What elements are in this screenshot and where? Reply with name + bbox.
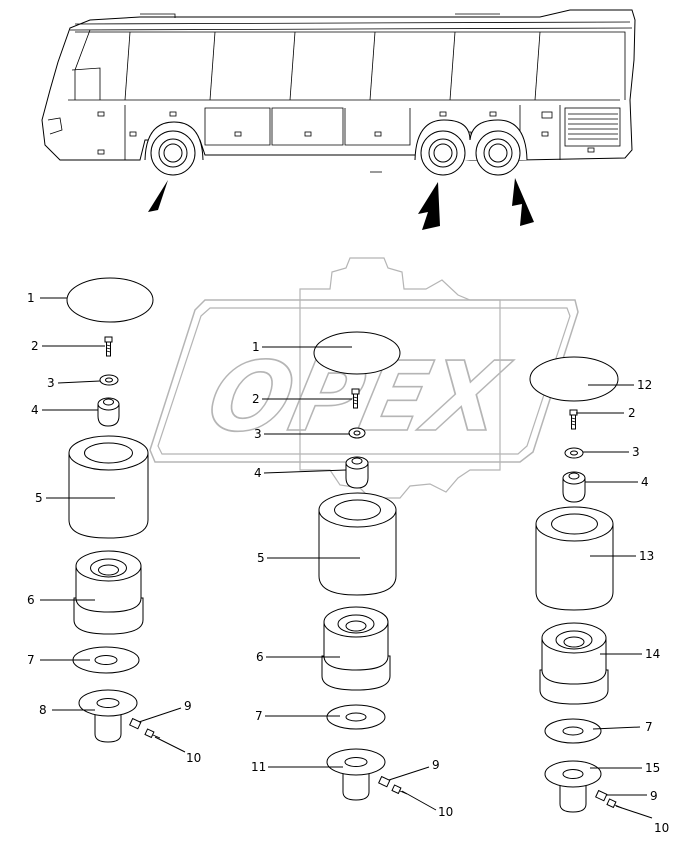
callout-center-6: 6 bbox=[256, 650, 264, 664]
callout-center-4: 4 bbox=[254, 466, 262, 480]
center-piston bbox=[321, 606, 391, 691]
front-wheel bbox=[150, 130, 196, 176]
rear-wheel-2 bbox=[475, 130, 521, 176]
callout-center-11: 11 bbox=[251, 760, 266, 774]
bus-side-view bbox=[41, 9, 636, 176]
left-bump-stop bbox=[97, 397, 120, 427]
left-base bbox=[78, 689, 138, 743]
callout-left-4: 4 bbox=[31, 403, 39, 417]
callout-left-9: 9 bbox=[184, 699, 192, 713]
callout-center-5: 5 bbox=[257, 551, 265, 565]
callout-left-7: 7 bbox=[27, 653, 35, 667]
callout-right-12: 12 bbox=[637, 378, 652, 392]
callout-center-9: 9 bbox=[432, 758, 440, 772]
callouts-left: 1 2 3 4 5 6 7 8 9 10 bbox=[27, 291, 201, 765]
callout-right-4: 4 bbox=[641, 475, 649, 489]
left-piston bbox=[73, 550, 144, 635]
callout-center-2: 2 bbox=[252, 392, 260, 406]
left-bolt bbox=[144, 728, 161, 739]
callout-right-10: 10 bbox=[654, 821, 669, 835]
callout-right-15: 15 bbox=[645, 761, 660, 775]
leader-lines bbox=[40, 297, 653, 819]
left-cap bbox=[66, 277, 154, 323]
right-bolt bbox=[606, 798, 623, 809]
right-air-spring bbox=[535, 506, 614, 611]
center-cap bbox=[313, 331, 401, 375]
callout-left-6: 6 bbox=[27, 593, 35, 607]
left-nut bbox=[129, 717, 142, 730]
callout-right-9: 9 bbox=[650, 789, 658, 803]
callout-left-3: 3 bbox=[47, 376, 55, 390]
callout-right-7: 7 bbox=[645, 720, 653, 734]
right-assembly bbox=[529, 356, 623, 813]
callout-right-13: 13 bbox=[639, 549, 654, 563]
callout-center-10: 10 bbox=[438, 805, 453, 819]
callout-left-10: 10 bbox=[186, 751, 201, 765]
center-air-spring bbox=[318, 492, 397, 596]
callout-right-3: 3 bbox=[632, 445, 640, 459]
right-cap bbox=[529, 356, 619, 402]
center-base bbox=[326, 748, 386, 801]
arrow-rear-axle-2 bbox=[512, 178, 534, 226]
left-screw bbox=[104, 336, 113, 357]
center-assembly bbox=[313, 331, 408, 801]
center-nut bbox=[378, 775, 391, 788]
right-base bbox=[544, 760, 602, 813]
right-piston bbox=[539, 622, 609, 705]
arrow-rear-axle-1 bbox=[418, 182, 440, 230]
callouts-right: 12 2 3 4 13 14 7 15 9 10 bbox=[628, 378, 669, 835]
center-bump-stop bbox=[345, 456, 369, 489]
callout-right-2: 2 bbox=[628, 406, 636, 420]
callout-right-14: 14 bbox=[645, 647, 660, 661]
callout-left-8: 8 bbox=[39, 703, 47, 717]
callout-left-2: 2 bbox=[31, 339, 39, 353]
callout-center-7: 7 bbox=[255, 709, 263, 723]
left-assembly bbox=[66, 277, 161, 743]
rear-wheel-1 bbox=[420, 130, 466, 176]
callouts-center: 1 2 3 4 5 6 7 11 9 10 bbox=[251, 340, 453, 819]
center-screw bbox=[351, 388, 360, 409]
right-bump-stop bbox=[562, 471, 586, 503]
left-air-spring bbox=[68, 435, 149, 539]
callout-center-3: 3 bbox=[254, 427, 262, 441]
right-screw bbox=[569, 409, 578, 430]
right-nut bbox=[595, 789, 608, 802]
arrow-front-axle bbox=[148, 180, 168, 228]
callout-center-1: 1 bbox=[252, 340, 260, 354]
callout-left-5: 5 bbox=[35, 491, 43, 505]
callout-left-1: 1 bbox=[27, 291, 35, 305]
